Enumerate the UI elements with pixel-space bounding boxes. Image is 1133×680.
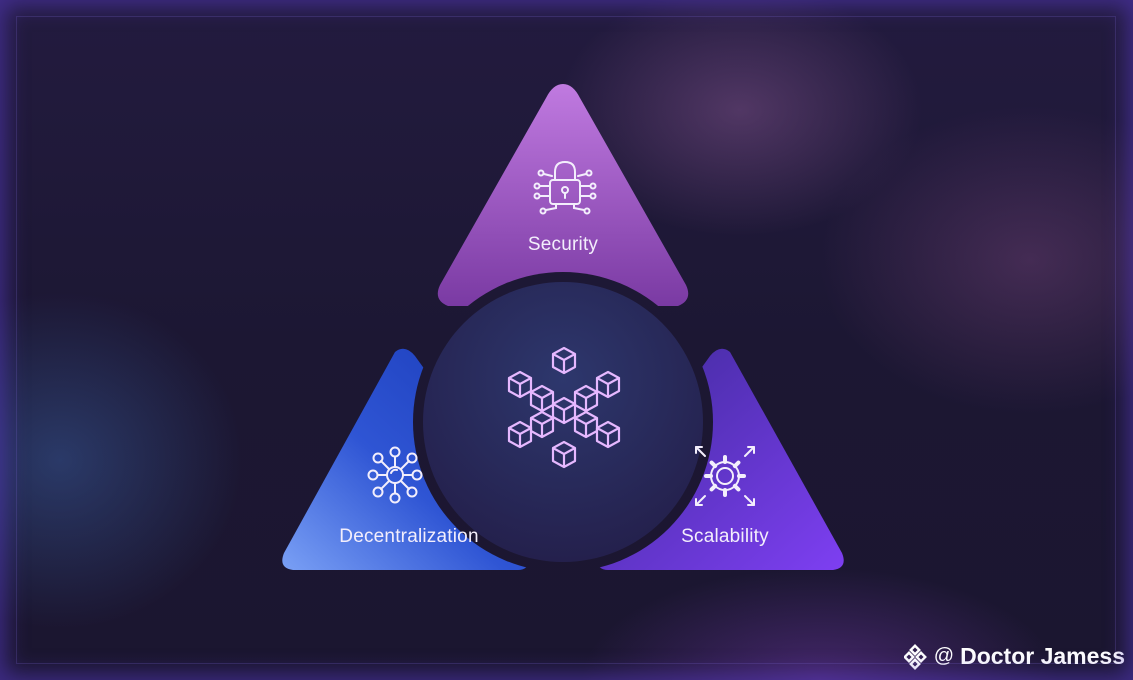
security-label: Security: [527, 234, 599, 255]
gear-expand-icon: [695, 446, 755, 506]
blockchain-cubes-icon: [507, 346, 621, 469]
block-cube: [551, 440, 577, 469]
block-cube: [551, 396, 577, 425]
block-cube: [551, 346, 577, 375]
block-cube: [507, 370, 533, 399]
security-segment: [437, 84, 689, 306]
frame-border: [16, 16, 1116, 664]
block-cube: [507, 420, 533, 449]
decentralization-label: Decentralization: [339, 526, 479, 547]
block-cube: [573, 410, 599, 439]
block-cube: [529, 410, 555, 439]
diamond-logo-icon: [903, 643, 927, 670]
block-cube: [595, 370, 621, 399]
scalability-segment: [596, 348, 844, 570]
circuit-lock-icon: [533, 160, 597, 215]
network-hub-icon: [367, 446, 423, 504]
watermark-name: Doctor Jamess: [960, 643, 1125, 669]
watermark-at: @: [933, 645, 955, 667]
watermark: @ Doctor Jamess: [903, 643, 1125, 670]
scalability-label: Scalability: [681, 526, 769, 547]
decentralization-segment: [282, 348, 530, 570]
block-cube: [595, 420, 621, 449]
